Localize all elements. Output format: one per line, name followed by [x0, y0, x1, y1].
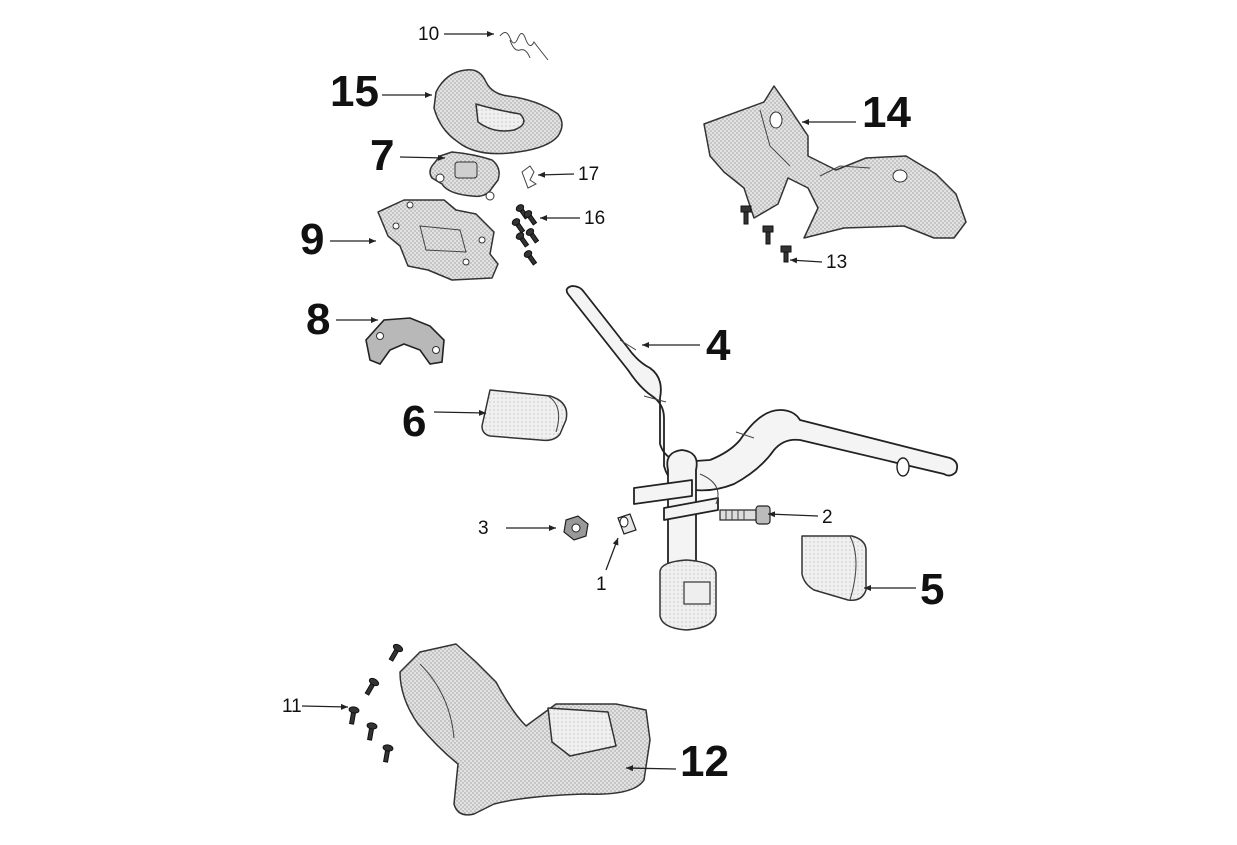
callout-3: 3 [478, 518, 489, 539]
callout-10: 10 [418, 24, 439, 45]
callout-11: 11 [282, 696, 302, 717]
leader-lines [301, 31, 916, 772]
part-6-left-grip [481, 389, 568, 442]
callout-5: 5 [920, 565, 944, 614]
callout-14: 14 [862, 88, 911, 137]
callout-4: 4 [706, 321, 731, 370]
callout-17: 17 [578, 164, 599, 185]
part-4-handlebar [565, 285, 959, 492]
callout-12: 12 [680, 737, 729, 786]
callout-6: 6 [402, 397, 426, 446]
part-7-switch [429, 151, 500, 201]
part-15-upper-cover [433, 69, 563, 155]
part-13-bolts [740, 205, 792, 263]
callout-8: 8 [306, 295, 330, 344]
callout-1: 1 [596, 574, 607, 595]
part-2-bolt [719, 505, 771, 525]
part-11-screws [348, 643, 404, 763]
part-17-clip [521, 165, 537, 189]
callout-2: 2 [822, 507, 833, 528]
part-5-right-grip [801, 535, 867, 602]
part-8-bracket [365, 317, 445, 365]
callout-7: 7 [370, 131, 394, 180]
part-10-spring [499, 32, 549, 61]
part-14-rear-cover [703, 85, 967, 239]
callout-9: 9 [300, 215, 324, 264]
callout-13: 13 [826, 252, 847, 273]
callout-labels: 10 15 7 17 16 9 14 13 8 4 6 2 3 1 5 11 1… [282, 24, 944, 786]
part-9-mounting-plate [377, 199, 499, 281]
part-16-screws [511, 204, 540, 266]
steering-column [633, 449, 719, 631]
callout-15: 15 [330, 67, 379, 116]
part-3-nut [563, 515, 589, 541]
part-1-bushing [617, 513, 637, 535]
part-12-lower-cover [399, 643, 651, 816]
callout-16: 16 [584, 208, 605, 229]
